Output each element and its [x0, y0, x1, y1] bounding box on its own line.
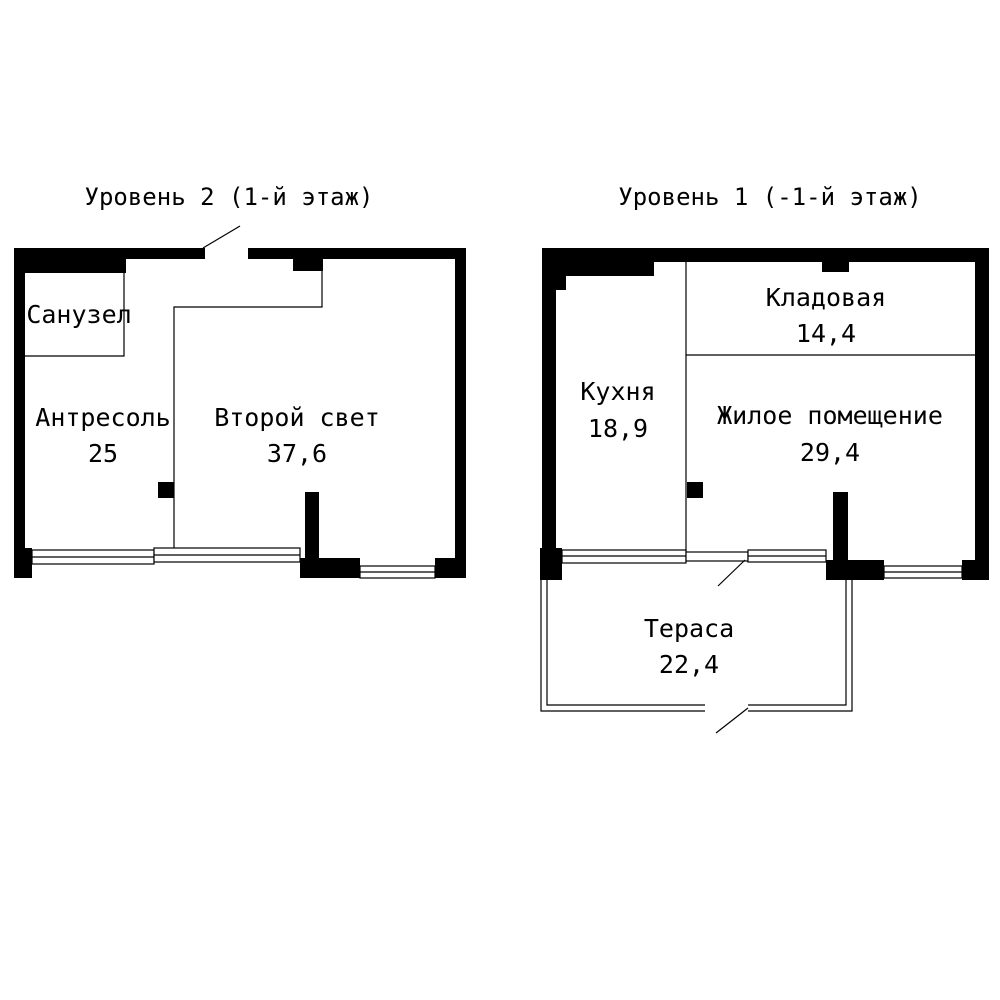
level-2-wall-bottom-mid [300, 558, 360, 578]
terrace-gate [715, 707, 749, 734]
terrace-name: Тераса [644, 614, 734, 643]
storage-area: 14,4 [796, 319, 856, 348]
double-height-name: Второй свет [214, 403, 380, 432]
terrace-outline-left [540, 580, 705, 712]
level-1-plan: Уровень 1 (-1-й этаж) Кладовая 14,4 Кухн… [540, 183, 989, 734]
level-1-wall-right [975, 248, 989, 580]
terrace-area: 22,4 [659, 650, 719, 679]
level-1-wall-inner-column [833, 492, 848, 580]
terrace-outline-right-inner [748, 580, 847, 706]
level-2-wall-top-right-pillar [293, 248, 323, 271]
level-1-terrace-door-swing [717, 559, 746, 587]
living-room-area: 29,4 [800, 438, 860, 467]
terrace-outline-left-inner [546, 580, 705, 706]
level-2-wall-bottom-left-stub [14, 548, 32, 578]
level-2-mezzanine-edge [173, 271, 323, 558]
level-2-plan: Уровень 2 (1-й этаж) Санузел Антресоль 2… [14, 183, 466, 579]
kitchen-name: Кухня [580, 377, 655, 406]
level-1-wall-bottom-mid [826, 560, 884, 580]
level-1-wall-bottom-right [962, 560, 989, 580]
level-2-bathroom-partition [25, 273, 125, 357]
kitchen-area: 18,9 [588, 414, 648, 443]
level-2-title: Уровень 2 (1-й этаж) [85, 183, 374, 211]
level-2-wall-right [455, 248, 466, 578]
level-1-column [687, 482, 703, 498]
mezzanine-name: Антресоль [35, 403, 170, 432]
double-height-area: 37,6 [267, 439, 327, 468]
level-2-wall-top-left-pillar [14, 248, 126, 273]
level-1-wall-left [542, 248, 556, 580]
terrace-outline-right [748, 580, 853, 712]
level-2-wall-left [14, 248, 25, 578]
level-1-door-left [685, 551, 749, 562]
bathroom-name: Санузел [26, 300, 131, 329]
level-2-wall-bottom-right [435, 558, 466, 578]
level-1-title: Уровень 1 (-1-й этаж) [618, 183, 921, 211]
level-1-wall-top-nib [822, 248, 849, 272]
storage-name: Кладовая [766, 283, 886, 312]
level-2-column [158, 482, 174, 498]
level-2-entrance-door [202, 225, 241, 249]
level-1-wall-bottom-left [540, 548, 562, 580]
mezzanine-area: 25 [88, 439, 118, 468]
level-2-wall-top-right [248, 248, 466, 259]
level-2-wall-inner-column [305, 492, 319, 578]
living-room-name: Жилое помещение [717, 401, 943, 430]
